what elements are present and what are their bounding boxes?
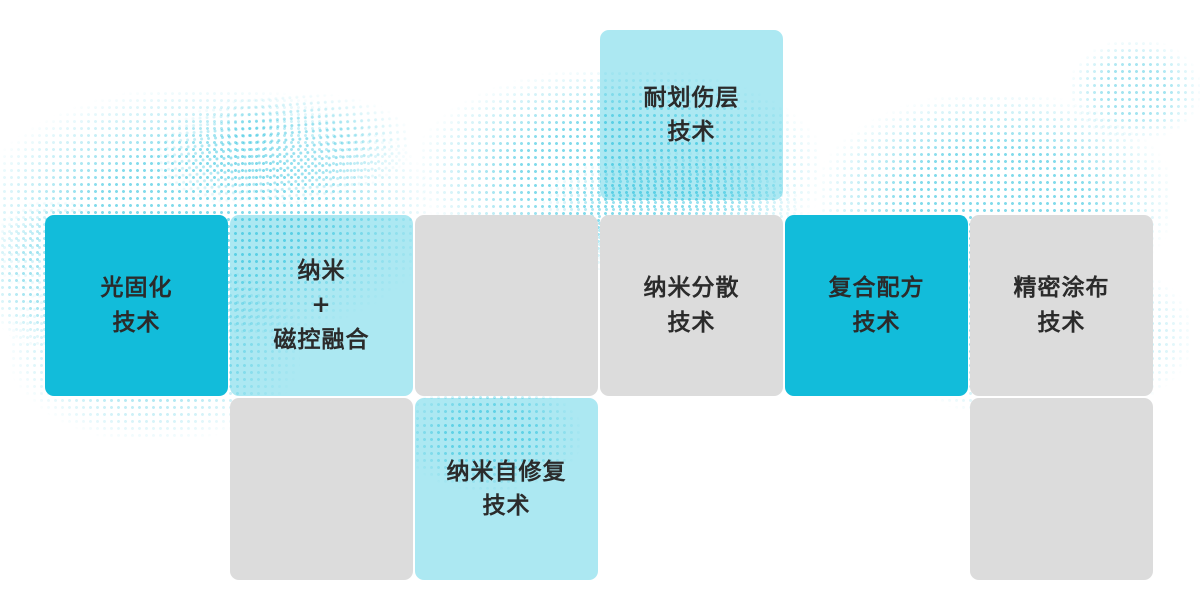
tile-label: 纳米分散 技术 <box>643 275 740 336</box>
tile-scratch-resistant-layer: 耐划伤层 技术 <box>600 30 783 200</box>
tile-light-curing: 光固化 技术 <box>45 215 228 396</box>
tile-blank-1 <box>415 215 598 396</box>
map-dot-cluster <box>1070 40 1200 140</box>
tile-label: 复合配方 技术 <box>828 275 925 336</box>
map-dot-cluster <box>146 86 414 214</box>
tile-blank-2 <box>230 398 413 580</box>
tile-label: 光固化 技术 <box>100 275 173 336</box>
tile-composite-formula: 复合配方 技术 <box>785 215 968 396</box>
tile-label: 耐划伤层 技术 <box>643 84 740 146</box>
tile-nano-dispersion: 纳米分散 技术 <box>600 215 783 396</box>
tile-precision-coating: 精密涂布 技术 <box>970 215 1153 396</box>
tile-nano-magnetron-fusion: 纳米 + 磁控融合 <box>230 215 413 396</box>
tile-label: 纳米自修复 技术 <box>446 458 567 520</box>
tile-blank-3 <box>970 398 1153 580</box>
tile-label: 精密涂布 技术 <box>1013 275 1110 336</box>
tile-label: 纳米 + 磁控融合 <box>273 257 370 353</box>
tile-nano-self-healing: 纳米自修复 技术 <box>415 398 598 580</box>
